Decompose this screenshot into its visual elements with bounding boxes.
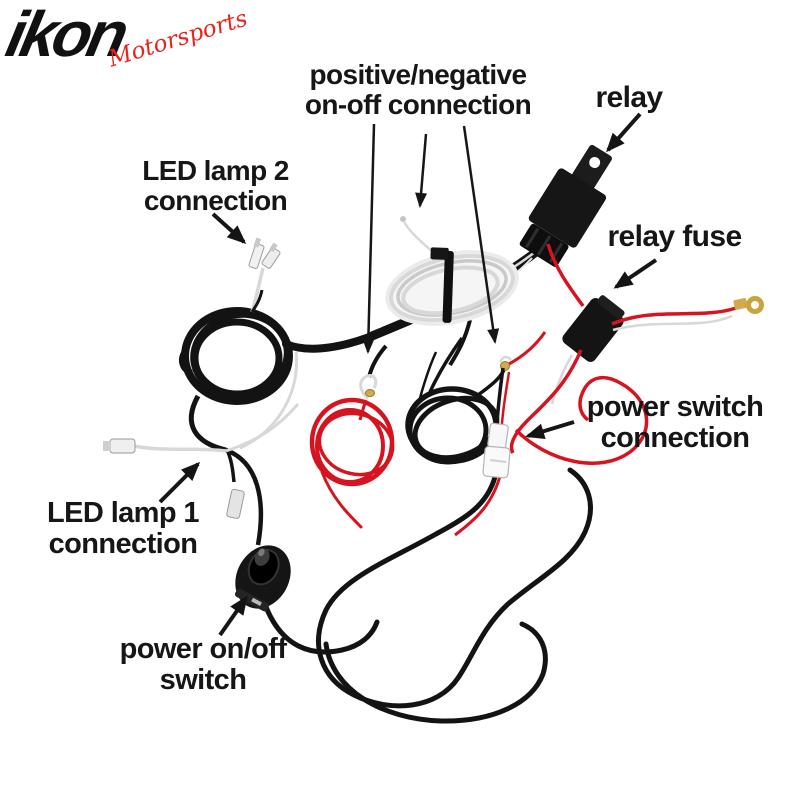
posneg-pointer-1 [362, 123, 376, 354]
led-lamp-1-wire [103, 403, 300, 454]
label-line: connection [48, 527, 198, 560]
led-lamp-1-connector [109, 438, 136, 454]
relay-arrow [606, 112, 642, 153]
label-line: relay [595, 81, 663, 114]
label-led-lamp-2: LED lamp 2 connection [118, 156, 313, 215]
label-line: on-off connection [304, 88, 532, 120]
spare-spade-terminal [226, 488, 245, 519]
brand-logo: ikon Motorsports [0, 0, 268, 82]
label-line: LED lamp 1 [47, 497, 200, 529]
label-power-switch-connection: power switch connection [560, 392, 790, 453]
annotation-arrows [158, 112, 658, 637]
led-lamp-2-connector [248, 237, 281, 269]
label-line: power switch [586, 391, 764, 423]
label-positive-negative: positive/negative on-off connection [258, 60, 578, 119]
fuse-holder-body [562, 298, 624, 362]
led-lamp-1-arrow [158, 461, 201, 504]
black-wire-loop [263, 467, 593, 724]
relay-component [519, 144, 612, 267]
relay-mount-hole [589, 157, 601, 169]
label-line: relay fuse [607, 220, 742, 253]
relay-fuse-arrow [613, 258, 658, 289]
power-switch-connector [482, 367, 511, 479]
label-line: positive/negative [309, 59, 528, 90]
label-line: power on/off [119, 633, 287, 665]
red-wire-coil [309, 344, 395, 529]
label-power-on-off-switch: power on/off switch [98, 634, 308, 695]
label-relay-fuse: relay fuse [592, 221, 757, 253]
relay-body [528, 168, 607, 248]
label-line: connection [143, 184, 288, 216]
zip-tie [442, 250, 454, 323]
label-line: LED lamp 2 [142, 155, 289, 186]
on-off-terminal-1 [365, 389, 375, 397]
relay-to-fuse-red-wire [546, 243, 585, 308]
label-relay: relay [584, 82, 674, 114]
power-switch-connection-arrow [525, 420, 575, 439]
zip-tie-head [430, 247, 449, 260]
posneg-pointer-2 [415, 133, 428, 208]
label-line: switch [159, 663, 247, 696]
power-switch-arrow [218, 595, 248, 637]
power-switch-red-wiring [454, 331, 649, 537]
label-line: connection [600, 421, 750, 454]
power-switch-component [234, 545, 291, 612]
posneg-pointer-3 [462, 125, 500, 344]
led-lamp-2-arrow [211, 212, 247, 245]
ring-terminal [746, 296, 764, 314]
on-off-wire-tip [400, 216, 406, 222]
terminal-crimp [733, 298, 748, 310]
relay-fuse-component [550, 295, 764, 405]
led-lamp-2-wire-coil [179, 237, 293, 546]
label-led-lamp-1: LED lamp 1 connection [28, 498, 218, 559]
